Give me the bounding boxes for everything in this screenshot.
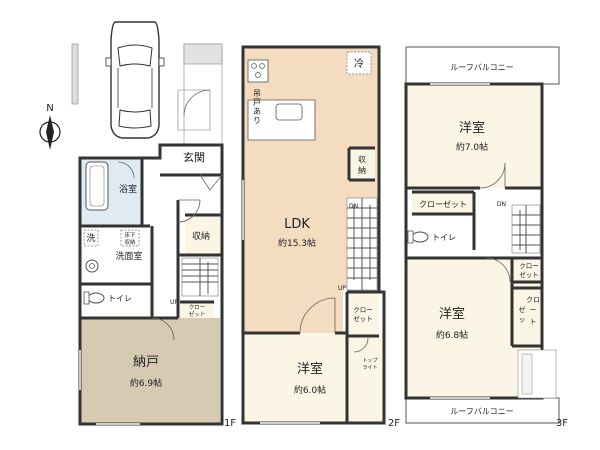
- stairs-1f-up-label: UP: [170, 299, 178, 306]
- hanging-cabinet-label-2: 戸: [253, 98, 261, 107]
- storage1-label: 収納: [192, 230, 210, 242]
- yoshitsu3b-label: 洋室: [439, 306, 465, 322]
- hanging-cabinet-label-4: り: [253, 116, 261, 125]
- ldk-size: 約15.3帖: [278, 237, 316, 249]
- closet3c-label-3: ゼ: [519, 305, 526, 314]
- toplight-label: トップ: [362, 358, 377, 364]
- closet3b-label-2: ゼット: [519, 270, 539, 279]
- floor-3: ルーフバルコニー ルーフバルコニー 洋室 約7.0帖 クローゼット トイレ DN…: [404, 46, 568, 429]
- closet2-label: クロー: [353, 306, 373, 314]
- nando-size: 約6.9帖: [130, 377, 162, 389]
- parking-area: [71, 21, 223, 146]
- toplight-label-2: ライト: [362, 365, 377, 371]
- fridge-label: 冷: [354, 57, 364, 70]
- sink-icon: [275, 103, 303, 121]
- closet3c-label-1: クロ: [526, 296, 540, 304]
- stairs-2f-dn-label: DN: [349, 203, 358, 210]
- bathtub-icon: [85, 161, 109, 211]
- bath-label: 浴室: [119, 183, 137, 195]
- stairs-1f: [181, 257, 219, 297]
- toilet-icon-3f: [411, 231, 429, 243]
- closet1-label-2: ゼット: [189, 310, 206, 318]
- hanging-cabinet-label-3: あ: [253, 107, 261, 116]
- north-arrow-icon: [46, 115, 54, 150]
- yoshitsu3b-size: 約6.8帖: [436, 329, 468, 341]
- closet2-label-2: ゼット: [353, 314, 373, 323]
- closet3a-label: クローゼット: [419, 199, 467, 209]
- hanging-cabinet-label: 吊: [253, 89, 261, 98]
- compass-north-label: N: [46, 103, 53, 114]
- yoshitsu3a-size: 約7.0帖: [456, 141, 488, 153]
- storage2-label: 収: [358, 154, 366, 164]
- closet3c-label-2: ー: [530, 306, 537, 314]
- toilet-icon-1f: [87, 292, 105, 304]
- car-icon: [105, 21, 165, 139]
- washroom-label: 洗面室: [115, 250, 142, 262]
- underfloor-storage-label: 床下: [124, 231, 136, 239]
- stairs-2f: [346, 197, 378, 291]
- yoshitsu2-label: 洋室: [297, 361, 323, 377]
- genkan-label: 玄関: [183, 150, 205, 164]
- yoshitsu2-size: 約6.0帖: [294, 384, 326, 396]
- underfloor-storage-label-2: 収納: [124, 238, 136, 246]
- stove-icon: [247, 59, 269, 83]
- ldk-label: LDK: [284, 217, 310, 232]
- closet3c-label-5: ト: [530, 318, 537, 326]
- closet3c-label-4: ッ: [519, 316, 526, 324]
- toilet1-label: トイレ: [108, 294, 132, 303]
- floor-1: 玄関 浴室 洗 床下 収納 洗面室 収納 トイレ クロー ゼット UP 納戸 約…: [78, 143, 236, 429]
- closet3b-label: クロー: [519, 262, 539, 270]
- floor-2: 冷 吊 戸 あ り 収 納 DN UP LDK 約15.3帖 クロー ゼット ト…: [241, 45, 400, 429]
- roof-balcony-top-label: ルーフバルコニー: [450, 63, 513, 72]
- nando-label: 納戸: [133, 355, 159, 370]
- wash-label: 洗: [86, 232, 95, 244]
- storage2-label-2: 納: [358, 165, 366, 175]
- roof-balcony-bottom: [405, 397, 560, 424]
- stairs-3f-dn-label: DN: [497, 201, 506, 208]
- floor-2-label: 2F: [388, 418, 400, 429]
- floor-3-label: 3F: [556, 418, 568, 429]
- stairs-2f-up-label: UP: [338, 285, 346, 292]
- closet1-label: クロー: [189, 304, 206, 311]
- compass: N: [39, 103, 61, 150]
- floor-1-label: 1F: [224, 418, 236, 429]
- toilet3-label: トイレ: [432, 233, 456, 242]
- roof-balcony-bottom-label: ルーフバルコニー: [450, 407, 513, 416]
- yoshitsu3a-label: 洋室: [459, 120, 485, 136]
- washing-machine-icon: [85, 259, 99, 273]
- stairs-3f: [511, 204, 541, 254]
- roof-balcony-top: [405, 46, 560, 85]
